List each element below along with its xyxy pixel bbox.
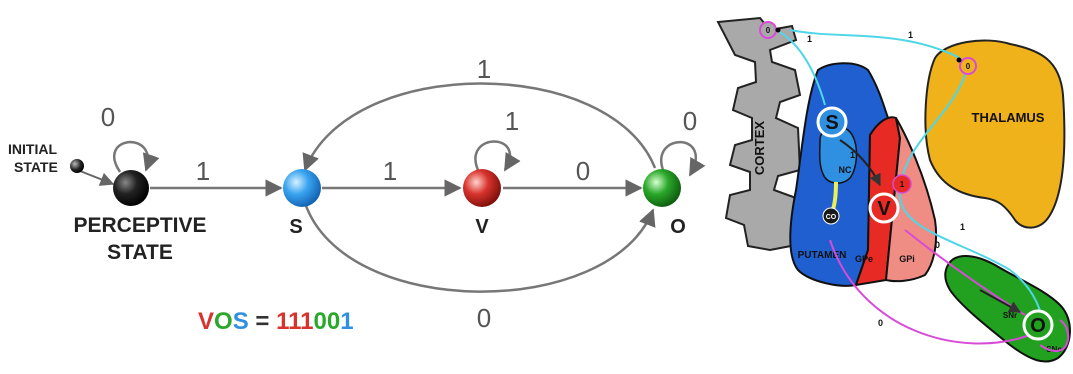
edge-label-v-self: 1 xyxy=(505,106,519,136)
gpe-label: GPe xyxy=(855,254,873,264)
thalamus-label: THALAMUS xyxy=(972,110,1045,125)
path-s-to-v xyxy=(839,139,881,187)
thalamus-node-dot xyxy=(956,57,962,63)
thalamus-region xyxy=(924,39,1066,229)
v-value-label: 1 xyxy=(900,180,905,189)
perceptive-state-label-2: STATE xyxy=(107,241,173,264)
co-label: CO xyxy=(826,214,837,221)
edge-label-o-self: 0 xyxy=(683,106,697,136)
edge-initial xyxy=(79,170,115,186)
brain-edge-cortex-to-s: 1 xyxy=(807,34,812,44)
path-o-to-cortex xyxy=(829,239,1070,353)
initial-state-label-2: STATE xyxy=(14,159,58,175)
path-cortex-to-thalamus xyxy=(789,29,961,59)
perceptive-node xyxy=(113,170,149,206)
edge-label-o-to-s: 1 xyxy=(477,54,491,84)
edge-label-p-to-s: 1 xyxy=(196,156,210,186)
path-cortex-to-s xyxy=(779,31,826,106)
brain-edge-s-to-v: 1 xyxy=(850,150,855,160)
brain-v-label: V xyxy=(877,198,891,220)
snc-label: SNc xyxy=(1046,345,1062,354)
brain-schematic: CORTEX THALAMUS PUTAMEN GPe GPi NC CO SN… xyxy=(716,16,1071,363)
path-sn-arrow xyxy=(979,289,1022,313)
putamen-label: PUTAMEN xyxy=(798,250,847,261)
brain-o-node xyxy=(1022,309,1054,341)
cortex-label: CORTEX xyxy=(752,121,767,176)
thalamus-node xyxy=(959,57,977,75)
brain-edge-cortex-to-thalamus: 1 xyxy=(908,30,913,40)
brain-edge-thalamus-to-o: 1 xyxy=(960,222,965,232)
s-node-label: S xyxy=(289,216,302,238)
v-node xyxy=(463,169,501,207)
brain-edge-o-to-cortex: 0 xyxy=(878,318,883,328)
edge-o-to-s-top xyxy=(302,82,657,172)
state-machine: INITIAL STATE PERCEPTIVE STATE S V O 0 1… xyxy=(8,54,706,335)
s-node xyxy=(283,169,321,207)
edge-label-s-to-v: 1 xyxy=(383,156,397,186)
o-node-label: O xyxy=(670,216,686,238)
self-loop-v xyxy=(474,140,521,172)
cortex-node-value: 0 xyxy=(766,26,771,35)
nc-label: NC xyxy=(839,165,852,175)
edge-label-p-self: 0 xyxy=(101,102,115,132)
edge-s-to-o-bottom xyxy=(303,202,656,293)
snr-label: SNr xyxy=(1003,311,1017,320)
co-node xyxy=(822,207,840,225)
gpi-label: GPi xyxy=(899,254,915,264)
brain-s-label: S xyxy=(825,112,838,134)
vos-formula: VOS = 111001 xyxy=(198,308,354,335)
cortex-region xyxy=(716,16,802,252)
perceptive-state-label-1: PERCEPTIVE xyxy=(73,214,206,237)
path-v-to-o xyxy=(904,229,1026,316)
edge-label-v-to-o: 0 xyxy=(576,156,590,186)
brain-s-node xyxy=(816,106,848,138)
v-value-node xyxy=(892,174,912,194)
brain-v-node xyxy=(868,192,900,224)
initial-dot xyxy=(70,159,84,173)
initial-state-label-1: INITIAL xyxy=(8,141,57,157)
path-thalamus-to-o xyxy=(898,69,1043,321)
edge-label-s-to-o: 0 xyxy=(477,303,491,333)
brain-edge-v-to-o: 0 xyxy=(935,240,940,250)
v-node-label: V xyxy=(475,216,489,238)
self-loop-o xyxy=(660,140,706,177)
self-loop-p xyxy=(112,140,160,173)
cortex-node-dot xyxy=(775,27,781,33)
thalamus-node-value: 0 xyxy=(966,62,971,71)
o-node xyxy=(643,169,681,207)
brain-o-label: O xyxy=(1030,315,1046,337)
